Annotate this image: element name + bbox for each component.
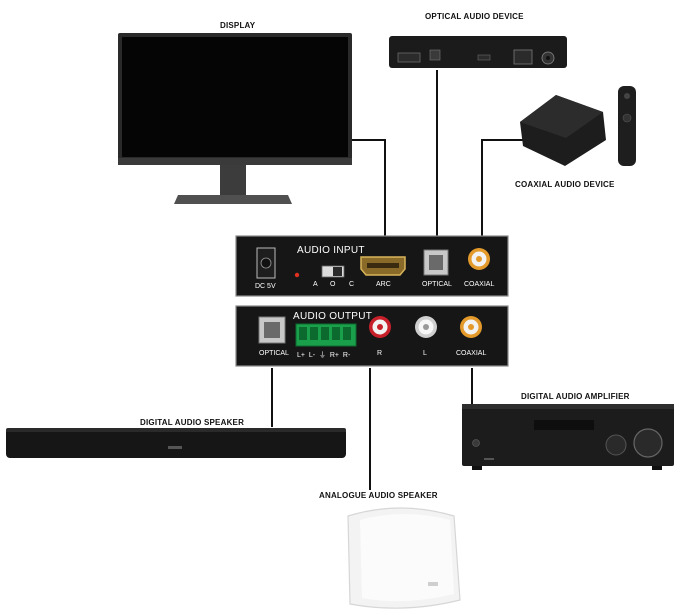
digital-audio-amplifier-label: DIGITAL AUDIO AMPLIFIER <box>521 392 630 401</box>
analogue-audio-speaker-label: ANALOGUE AUDIO SPEAKER <box>319 491 438 500</box>
digital-audio-speaker-label: DIGITAL AUDIO SPEAKER <box>140 418 245 427</box>
switch-c-label: C <box>349 281 355 288</box>
audio-input-title: AUDIO INPUT <box>297 245 365 256</box>
amplifier <box>462 404 674 470</box>
input-optical-label: OPTICAL <box>422 281 452 288</box>
audio-output-title: AUDIO OUTPUT <box>293 311 373 322</box>
display-label: DISPLAY <box>220 21 256 30</box>
optical-audio-device-label: OPTICAL AUDIO DEVICE <box>425 12 524 21</box>
output-l-label: L <box>423 350 427 357</box>
cable-display <box>352 139 386 237</box>
arc-label: ARC <box>376 281 391 288</box>
analogue-speaker <box>347 507 461 609</box>
optical-device-box <box>389 36 567 68</box>
terminal-labels: L+ L- ⏚ R+ R- <box>297 352 351 359</box>
dc-5v-label: DC 5V <box>255 283 276 290</box>
switch-a-label: A <box>313 281 318 288</box>
output-coaxial-label: COAXIAL <box>456 350 487 357</box>
display-monitor <box>118 33 352 204</box>
input-panel <box>235 235 509 297</box>
input-coaxial-label: COAXIAL <box>464 281 495 288</box>
cable-coaxial-device <box>481 139 523 237</box>
coaxial-audio-device-label: COAXIAL AUDIO DEVICE <box>515 180 615 189</box>
output-panel <box>235 305 509 367</box>
cables <box>271 70 523 490</box>
switch-o-label: O <box>330 281 336 288</box>
output-r-label: R <box>377 350 383 357</box>
coaxial-device-box <box>520 86 636 166</box>
soundbar <box>6 428 346 458</box>
output-optical-label: OPTICAL <box>259 350 289 357</box>
